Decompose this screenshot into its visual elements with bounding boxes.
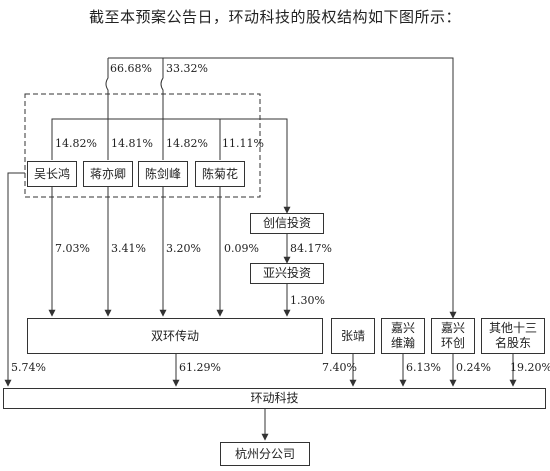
shareholder-jiaxing-weihan: 嘉兴 维瀚 — [381, 318, 425, 354]
shareholder-others: 其他十三 名股东 — [481, 318, 545, 354]
pct-yaxing-shuanghuan: 1.30% — [290, 294, 325, 307]
shareholder-jiaxing-huanchuang: 嘉兴 环创 — [431, 318, 475, 354]
shareholder-chen-jianfeng: 陈剑峰 — [138, 161, 188, 187]
weihan-line2: 维瀚 — [390, 336, 415, 350]
pct-chenjf-chuangxin: 14.82% — [166, 137, 208, 150]
pct-chenjh-chuangxin: 11.11% — [222, 137, 264, 150]
line-persons-bus — [52, 118, 291, 214]
pct-chenjf-shuanghuan: 3.20% — [166, 242, 201, 255]
line-top-bar — [108, 57, 457, 319]
company-huandong: 环动科技 — [3, 388, 546, 409]
page-title: 截至本预案公告日，环动科技的股权结构如下图所示： — [88, 8, 461, 26]
company-shuanghuan: 双环传动 — [27, 318, 323, 354]
pct-66-68: 66.68% — [110, 62, 152, 75]
pct-zhangjing-huandong: 7.40% — [322, 361, 357, 374]
pct-wu-shuanghuan: 7.03% — [55, 242, 90, 255]
pct-jiang-chuangxin: 14.81% — [111, 137, 153, 150]
person-group-dashed-box — [24, 93, 261, 198]
shareholder-chen-juhua: 陈菊花 — [195, 161, 245, 187]
others-line1: 其他十三 — [488, 321, 537, 335]
pct-chenjh-shuanghuan: 0.09% — [224, 242, 259, 255]
pct-weihan-huandong: 6.13% — [406, 361, 441, 374]
shareholder-zhangjing: 张靖 — [331, 318, 375, 354]
pct-others-huandong: 19.20% — [510, 361, 550, 374]
pct-shuanghuan-huandong: 61.29% — [179, 361, 221, 374]
company-hangzhou-branch: 杭州分公司 — [220, 442, 310, 466]
pct-33-32: 33.32% — [166, 62, 208, 75]
line-33-32 — [160, 58, 164, 119]
shareholder-wu-changhong: 吴长鸿 — [27, 161, 77, 187]
pct-wu-chuangxin: 14.82% — [55, 137, 97, 150]
company-yaxing: 亚兴投资 — [250, 263, 324, 284]
others-line2: 名股东 — [494, 336, 531, 350]
pct-huanchuang-huandong: 0.24% — [456, 361, 491, 374]
huanchuang-line2: 环创 — [440, 336, 465, 350]
weihan-line1: 嘉兴 — [390, 321, 415, 335]
huanchuang-line1: 嘉兴 — [440, 321, 465, 335]
line-66-68 — [51, 58, 109, 160]
pct-chuangxin-yaxing: 84.17% — [290, 242, 332, 255]
company-chuangxin: 创信投资 — [250, 213, 324, 234]
shareholder-jiang-yiqing: 蒋亦卿 — [83, 161, 133, 187]
pct-jiang-shuanghuan: 3.41% — [111, 242, 146, 255]
pct-wu-huandong: 5.74% — [11, 361, 46, 374]
